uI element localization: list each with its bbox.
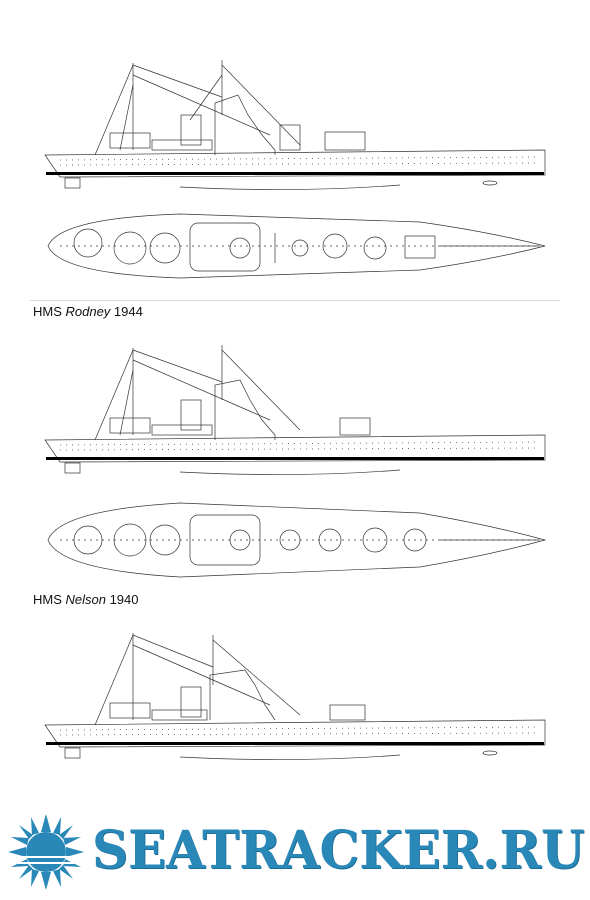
divider [30, 300, 560, 301]
ship-profile-third [0, 625, 590, 770]
ship-plan-rodney [0, 208, 590, 298]
ship-plan-nelson [0, 495, 590, 585]
site-logo-text: SEATRACKER.RU [92, 820, 585, 881]
sun-burst-icon [6, 812, 86, 892]
waterline [46, 457, 544, 460]
ship-profile-rodney [0, 55, 590, 195]
caption-nelson: HMS Nelson 1940 [33, 592, 139, 607]
ship-profile-nelson [0, 340, 590, 480]
caption-rodney: HMS Rodney 1944 [33, 304, 143, 319]
waterline [46, 742, 544, 745]
waterline [46, 172, 544, 175]
